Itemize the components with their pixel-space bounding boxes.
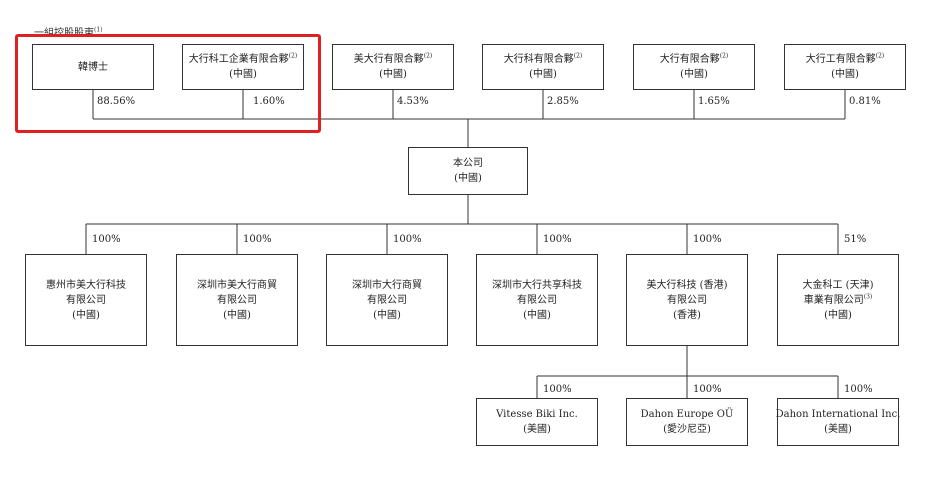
company-box-line-2: (中國) bbox=[454, 173, 482, 184]
subsidiary-pct-c1: 100% bbox=[92, 234, 121, 245]
overseas-subsidiary-box-h3-line-1: Dahon International Inc. bbox=[775, 409, 901, 420]
subsidiary-pct-c3: 100% bbox=[393, 234, 422, 245]
subsidiary-box-c5-line-2: 有限公司 bbox=[667, 294, 707, 306]
shareholder-box-s4-line-2: (中國) bbox=[529, 69, 557, 80]
shareholder-box-s5-line-1: 大行有限合夥(2) bbox=[659, 52, 729, 65]
subsidiary-pct-c6: 51% bbox=[844, 234, 867, 245]
shareholder-box-s6-line-2: (中國) bbox=[831, 69, 859, 80]
subsidiary-box-c1: 惠州市美大行科技有限公司 (中國) bbox=[25, 254, 147, 346]
shareholding-pct-s2: 1.60% bbox=[253, 96, 285, 107]
subsidiary-box-c2-line-2: 有限公司 bbox=[217, 294, 257, 306]
overseas-subsidiary-box-h1-line-2: (美國) bbox=[523, 424, 551, 435]
subsidiary-box-c2-line-3: (中國) bbox=[223, 309, 251, 321]
subsidiary-box-c2-line-1: 深圳市美大行商貿 bbox=[197, 279, 277, 291]
shareholder-box-s1: 韓博士 bbox=[32, 44, 154, 90]
shareholder-box-s6: 大行工有限合夥(2) (中國) bbox=[784, 44, 906, 90]
overseas-subsidiary-box-h1: Vitesse Biki Inc. (美國) bbox=[476, 398, 598, 446]
subsidiary-pct-c2: 100% bbox=[243, 234, 272, 245]
shareholder-box-s2-line-1: 大行科工企業有限合夥(2) bbox=[188, 52, 298, 65]
overseas-subsidiary-box-h2-line-2: (愛沙尼亞) bbox=[663, 424, 711, 435]
controlling-group-highlight bbox=[15, 34, 321, 133]
overseas-subsidiary-box-h2-line-1: Dahon Europe OÜ bbox=[640, 409, 734, 420]
subsidiary-box-c3-line-2: 有限公司 bbox=[367, 294, 407, 306]
overseas-subsidiary-box-h3-line-2: (美國) bbox=[824, 424, 852, 435]
shareholder-box-s3-line-1: 美大行有限合夥(2) bbox=[353, 52, 433, 65]
subsidiary-box-c4: 深圳市大行共享科技有限公司 (中國) bbox=[476, 254, 598, 346]
subsidiary-box-c5: 美大行科技 (香港) 有限公司 (香港) bbox=[626, 254, 748, 346]
shareholding-pct-s6: 0.81% bbox=[849, 96, 881, 107]
shareholder-box-s2: 大行科工企業有限合夥(2) (中國) bbox=[182, 44, 304, 90]
subsidiary-box-c5-line-3: (香港) bbox=[673, 309, 701, 321]
subsidiary-box-c6: 大金科工 (天津) 車業有限公司(3) (中國) bbox=[777, 254, 899, 346]
shareholder-box-s4: 大行科有限合夥(2) (中國) bbox=[482, 44, 604, 90]
controlling-shareholder-group-title: 一組控股股東(1) bbox=[34, 26, 103, 39]
subsidiary-pct-c5: 100% bbox=[693, 234, 722, 245]
shareholder-box-s5: 大行有限合夥(2) (中國) bbox=[633, 44, 755, 90]
overseas-subsidiary-box-h3: Dahon International Inc. (美國) bbox=[775, 398, 901, 446]
subsidiary-box-c6-line-1: 大金科工 (天津) bbox=[802, 279, 874, 291]
shareholder-box-s1-line-1: 韓博士 bbox=[78, 61, 108, 73]
overseas-subsidiary-pct-h1: 100% bbox=[543, 384, 572, 395]
shareholder-box-s4-line-1: 大行科有限合夥(2) bbox=[503, 52, 583, 65]
subsidiary-box-c1-line-1: 惠州市美大行科技 bbox=[46, 279, 126, 291]
subsidiary-box-c2: 深圳市美大行商貿有限公司 (中國) bbox=[176, 254, 298, 346]
shareholder-box-s2-line-2: (中國) bbox=[229, 69, 257, 80]
shareholder-box-s3: 美大行有限合夥(2) (中國) bbox=[332, 44, 454, 90]
shareholder-box-s3-line-2: (中國) bbox=[379, 69, 407, 80]
shareholding-pct-s5: 1.65% bbox=[698, 96, 730, 107]
subsidiary-box-c3-line-1: 深圳市大行商貿 bbox=[352, 279, 422, 291]
shareholder-box-s5-line-2: (中國) bbox=[680, 69, 708, 80]
shareholding-pct-s4: 2.85% bbox=[547, 96, 579, 107]
company-box: 本公司 (中國) bbox=[408, 147, 528, 195]
subsidiary-box-c3: 深圳市大行商貿有限公司 (中國) bbox=[326, 254, 448, 346]
overseas-subsidiary-pct-h3: 100% bbox=[844, 384, 873, 395]
subsidiary-box-c6-line-2: 車業有限公司(3) bbox=[803, 293, 873, 306]
subsidiary-box-c1-line-3: (中國) bbox=[72, 309, 100, 321]
shareholding-pct-s1: 88.56% bbox=[97, 96, 136, 107]
overseas-subsidiary-pct-h2: 100% bbox=[693, 384, 722, 395]
overseas-subsidiary-box-h2: Dahon Europe OÜ (愛沙尼亞) bbox=[626, 398, 748, 446]
overseas-subsidiary-box-h1-line-1: Vitesse Biki Inc. bbox=[496, 409, 578, 420]
subsidiary-box-c3-line-3: (中國) bbox=[373, 309, 401, 321]
subsidiary-box-c4-line-2: 有限公司 bbox=[517, 294, 557, 306]
company-box-line-1: 本公司 bbox=[453, 158, 483, 169]
shareholding-pct-s3: 4.53% bbox=[397, 96, 429, 107]
shareholder-box-s6-line-1: 大行工有限合夥(2) bbox=[805, 52, 885, 65]
subsidiary-pct-c4: 100% bbox=[543, 234, 572, 245]
subsidiary-box-c4-line-1: 深圳市大行共享科技 bbox=[492, 279, 582, 291]
subsidiary-box-c6-line-3: (中國) bbox=[824, 309, 852, 321]
subsidiary-box-c5-line-1: 美大行科技 (香港) bbox=[646, 279, 728, 291]
subsidiary-box-c4-line-3: (中國) bbox=[523, 309, 551, 321]
subsidiary-box-c1-line-2: 有限公司 bbox=[66, 294, 106, 306]
